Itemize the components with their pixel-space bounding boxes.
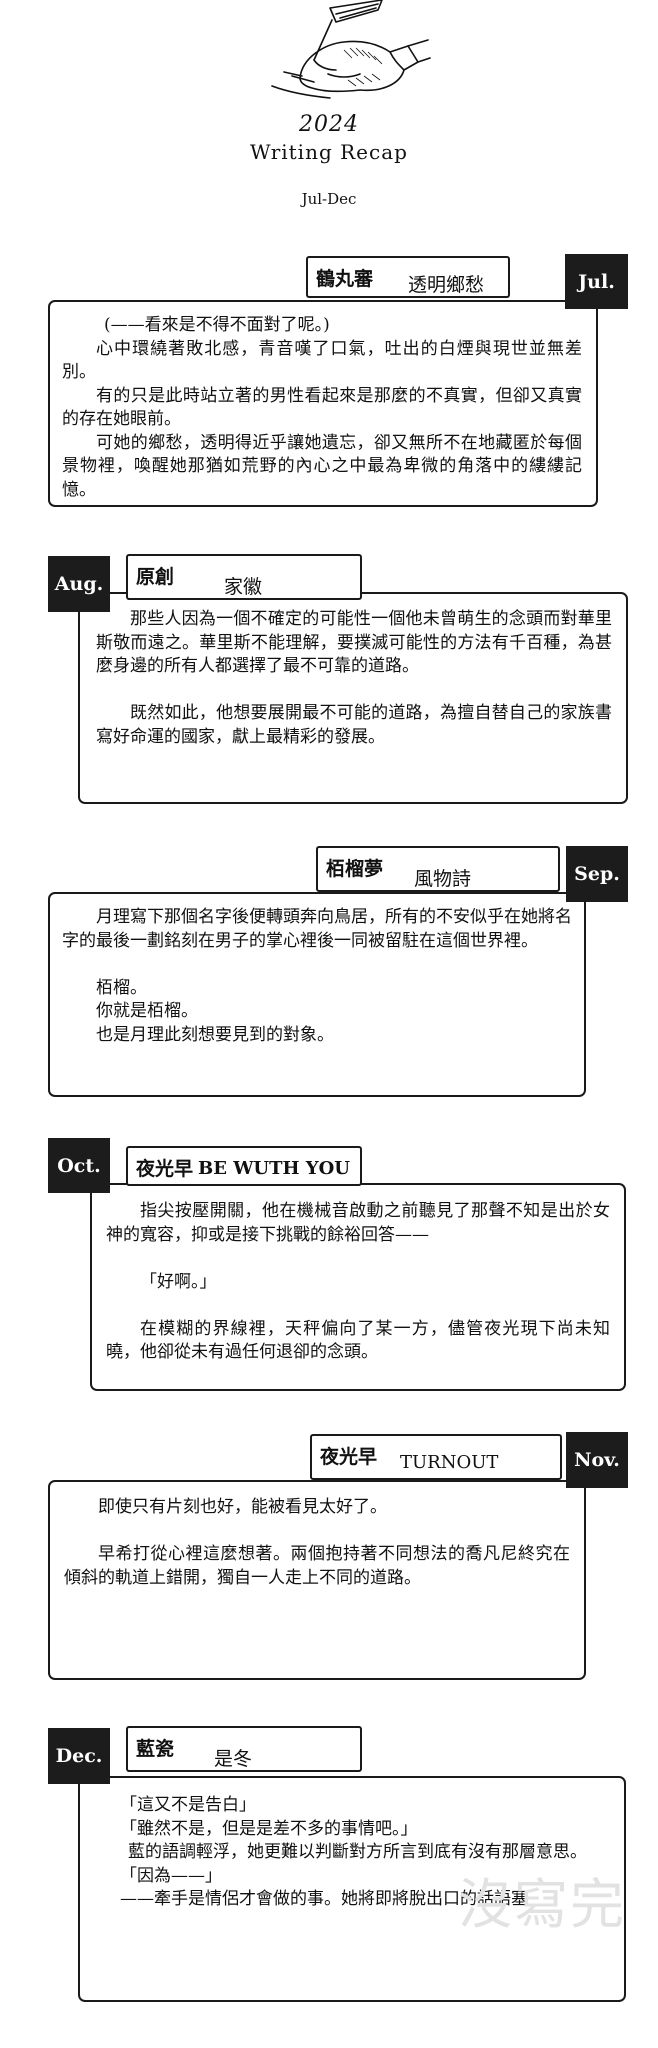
entry-excerpt: 「這又不是告白」 「雖然不是，但是是差不多的事情吧。」 藍的語調輕浮，她更難以判… <box>94 1794 610 1912</box>
entry-excerpt-box <box>78 592 628 804</box>
month-label: Jul. <box>565 254 628 309</box>
entry-title-tag: 夜光早 TURNOUT <box>310 1434 562 1480</box>
month-label: Dec. <box>48 1728 110 1784</box>
excerpt-line: 在模糊的界線裡，天秤偏向了某一方，儘管夜光現下尚未知曉，他卻從未有過任何退卻的念… <box>106 1318 610 1363</box>
excerpt-line: 你就是栢榴。 <box>96 1001 198 1021</box>
entry-work-title: BE WUTH YOU <box>198 1158 351 1179</box>
quill-hand-illustration <box>271 0 431 99</box>
entry-work-title: 是冬 <box>214 1748 253 1770</box>
entry-author: 夜光早 <box>136 1158 194 1180</box>
entry-title-tag: 原創 家徽 <box>126 554 362 600</box>
excerpt-line: 也是月理此刻想要見到的對象。 <box>96 1024 334 1045</box>
entry-author: 夜光早 <box>320 1446 378 1468</box>
excerpt-line: 月理寫下那個名字後便轉頭奔向鳥居，所有的不安似乎在她將名字的最後一劃銘刻在男子的… <box>62 907 572 951</box>
entry-excerpt: 那些人因為一個不確定的可能性一個他未曾萌生的念頭而對華里斯敬而遠之。華里斯不能理… <box>96 608 612 749</box>
excerpt-line: 那些人因為一個不確定的可能性一個他未曾萌生的念頭而對華里斯敬而遠之。華里斯不能理… <box>96 609 612 676</box>
excerpt-line: 「這又不是告白」 <box>120 1795 256 1815</box>
entry-author: 原創 <box>136 566 175 588</box>
excerpt-line: 栢榴。 <box>96 977 147 998</box>
entry-title-tag: 夜光早 BE WUTH YOU <box>126 1146 362 1186</box>
excerpt-line <box>106 1247 610 1271</box>
excerpt-line: (——看來是不得不面對了呢。) <box>104 315 330 335</box>
month-label: Oct. <box>48 1138 110 1193</box>
excerpt-line <box>64 1520 570 1544</box>
excerpt-line: 既然如此，他想要展開最不可能的道路，為擅自替自己的家族書寫好命運的國家，獻上最精… <box>96 703 612 747</box>
unfinished-watermark: 沒寫完 <box>458 1873 626 1936</box>
recap-title: Writing Recap <box>250 140 408 164</box>
month-label: Nov. <box>566 1432 628 1488</box>
entry-work-title: 透明鄉愁 <box>408 274 485 296</box>
excerpt-line: ——牽手是情侶才會做的事。她將即將脫出口的話語塞 <box>120 1889 528 1909</box>
entry-excerpt-box <box>48 300 598 507</box>
month-label: Sep. <box>566 846 628 902</box>
excerpt-line <box>62 953 572 977</box>
month-label: Aug. <box>48 556 110 612</box>
entry-excerpt-box <box>48 1480 586 1680</box>
entry-author: 藍瓷 <box>136 1738 175 1760</box>
entry-excerpt: 即使只有片刻也好，能被看見太好了。 早希打從心裡這麼想著。兩個抱持著不同想法的喬… <box>64 1496 570 1590</box>
entry-author: 栢榴夢 <box>326 858 384 880</box>
excerpt-line: 「好啊。」 <box>140 1271 217 1292</box>
excerpt-line: 藍的語調輕浮，她更難以判斷對方所言到底有沒有那層意思。 <box>128 1842 587 1862</box>
excerpt-line <box>96 679 612 703</box>
entry-excerpt-box <box>90 1183 626 1391</box>
excerpt-line: 可她的鄉愁，透明得近乎讓她遺忘，卻又無所不在地藏匿於每個景物裡，喚醒她那猶如荒野… <box>62 432 582 500</box>
entry-excerpt: 指尖按壓開關，他在機械音啟動之前聽見了那聲不知是出於女神的寬容，抑或是接下挑戰的… <box>106 1200 610 1365</box>
entry-excerpt: (——看來是不得不面對了呢。) 心中環繞著敗北感，青音嘆了口氣，吐出的白煙與現世… <box>62 314 582 502</box>
entry-author: 鶴丸審 <box>316 268 374 290</box>
excerpt-line: 「因為——」 <box>120 1865 222 1886</box>
excerpt-line: 心中環繞著敗北感，青音嘆了口氣，吐出的白煙與現世並無差別。 <box>62 338 582 383</box>
entry-excerpt: 月理寫下那個名字後便轉頭奔向鳥居，所有的不安似乎在她將名字的最後一劃銘刻在男子的… <box>62 906 572 1047</box>
date-range: Jul-Dec <box>301 190 357 208</box>
excerpt-line: 即使只有片刻也好，能被看見太好了。 <box>98 1497 387 1517</box>
entry-title-tag: 栢榴夢 風物詩 <box>316 846 560 892</box>
excerpt-line: 「雖然不是，但是是差不多的事情吧。」 <box>120 1818 418 1839</box>
excerpt-line: 早希打從心裡這麼想著。兩個抱持著不同想法的喬凡尼終究在傾斜的軌道上錯開，獨自一人… <box>64 1544 570 1588</box>
entry-work-title: 家徽 <box>224 576 263 598</box>
excerpt-line: 指尖按壓開關，他在機械音啟動之前聽見了那聲不知是出於女神的寬容，抑或是接下挑戰的… <box>106 1201 610 1245</box>
entry-title-tag: 鶴丸審 透明鄉愁 <box>306 256 510 298</box>
year-heading: 2024 <box>299 112 359 137</box>
entry-excerpt-box <box>78 1776 626 2002</box>
entry-work-title: TURNOUT <box>400 1452 499 1473</box>
entry-excerpt-box <box>48 892 586 1097</box>
excerpt-line: 有的只是此時站立著的男性看起來是那麼的不真實，但卻又真實的存在她眼前。 <box>62 385 582 430</box>
excerpt-line <box>106 1294 610 1318</box>
entry-title-tag: 藍瓷 是冬 <box>126 1726 362 1772</box>
entry-work-title: 風物詩 <box>414 868 472 890</box>
